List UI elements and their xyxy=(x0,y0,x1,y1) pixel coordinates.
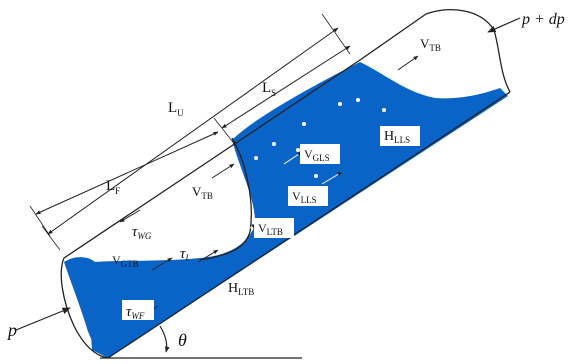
liquid-film-region xyxy=(64,244,250,358)
vtb-upper-label: VTB xyxy=(420,36,441,53)
tau-wf-label: τWF xyxy=(126,304,145,321)
vtb-upper-arrow xyxy=(397,55,419,71)
vgls-label: VGLS xyxy=(304,147,330,163)
tau-i-arrow xyxy=(197,249,219,263)
vlls-arrow xyxy=(321,171,343,185)
angle-arc xyxy=(159,325,170,353)
vgtb-arrow xyxy=(151,257,173,271)
pressure-out-arrow xyxy=(487,17,521,33)
film-length-label: LF xyxy=(106,178,120,196)
hlls-label: HLLS xyxy=(384,129,410,145)
vtb-film-label: VTB xyxy=(192,184,213,201)
dispersed-gas-bubbles xyxy=(254,98,386,178)
vltb-label: VLTB xyxy=(258,221,283,237)
slug-length-dimension xyxy=(221,45,351,129)
tau-i-label: τI xyxy=(180,246,189,263)
tau-wg-arrow xyxy=(119,209,141,223)
slug-length-label: LS xyxy=(262,80,276,98)
vlls-label: VLLS xyxy=(292,189,317,205)
tau-wg-label: τWG xyxy=(132,224,152,241)
pressure-out-label: p + dp xyxy=(521,11,565,28)
pressure-in-label: p xyxy=(6,320,17,340)
vgls-arrow xyxy=(283,151,303,165)
unit-length-label: LU xyxy=(168,100,184,118)
angle-label: θ xyxy=(178,330,187,350)
hltb-label: HLTB xyxy=(228,281,254,297)
vgtb-label: VGTB xyxy=(112,253,139,269)
vltb-arrow xyxy=(237,223,257,237)
film-length-dimension xyxy=(35,131,219,215)
pressure-in-arrow xyxy=(15,307,71,331)
vtb-film-arrow xyxy=(211,163,235,179)
